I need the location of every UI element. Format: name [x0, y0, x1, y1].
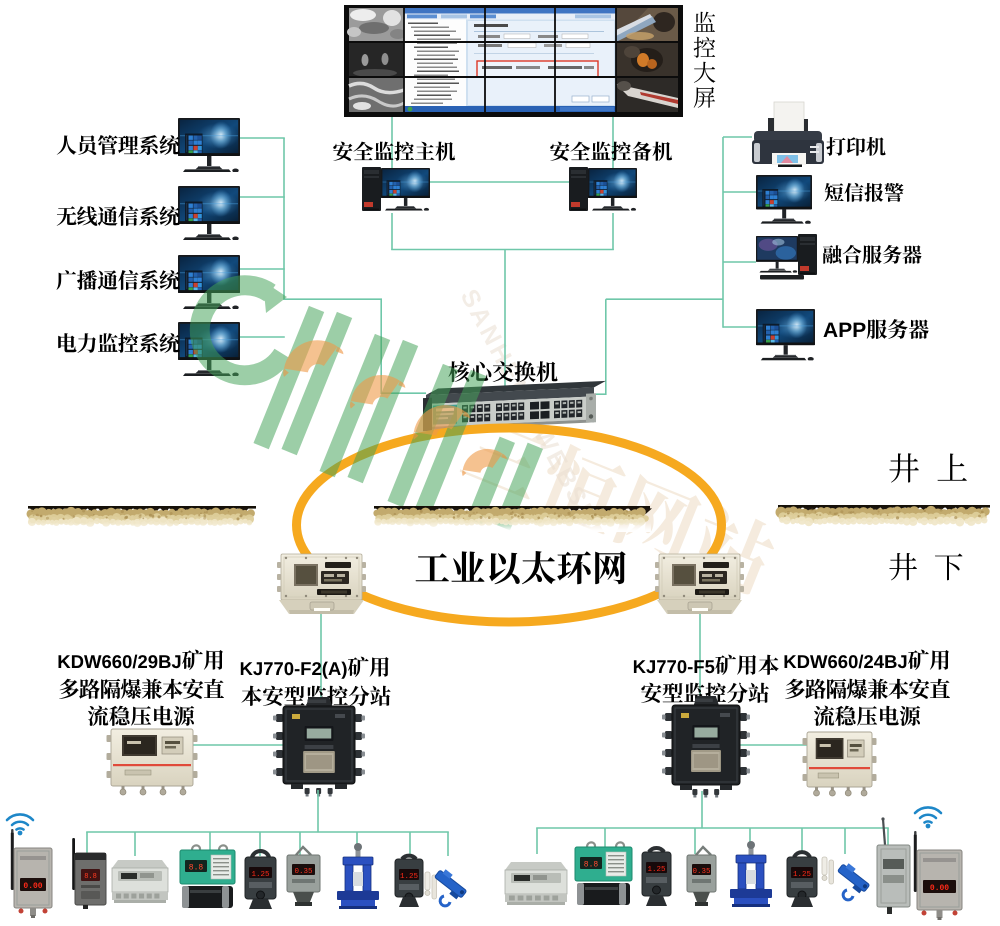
- svg-text:1.25: 1.25: [793, 871, 812, 879]
- svg-text:1.25: 1.25: [251, 871, 270, 879]
- svg-text:1.25: 1.25: [647, 866, 666, 874]
- svg-text:8.8: 8.8: [584, 861, 599, 870]
- svg-text:8.8: 8.8: [84, 873, 97, 881]
- svg-text:0.00: 0.00: [23, 882, 42, 891]
- svg-text:0.00: 0.00: [930, 884, 949, 893]
- svg-text:8.8: 8.8: [189, 864, 204, 873]
- svg-text:0.35: 0.35: [294, 868, 313, 876]
- svg-text:1.25: 1.25: [400, 873, 419, 881]
- svg-text:0.35: 0.35: [692, 868, 711, 876]
